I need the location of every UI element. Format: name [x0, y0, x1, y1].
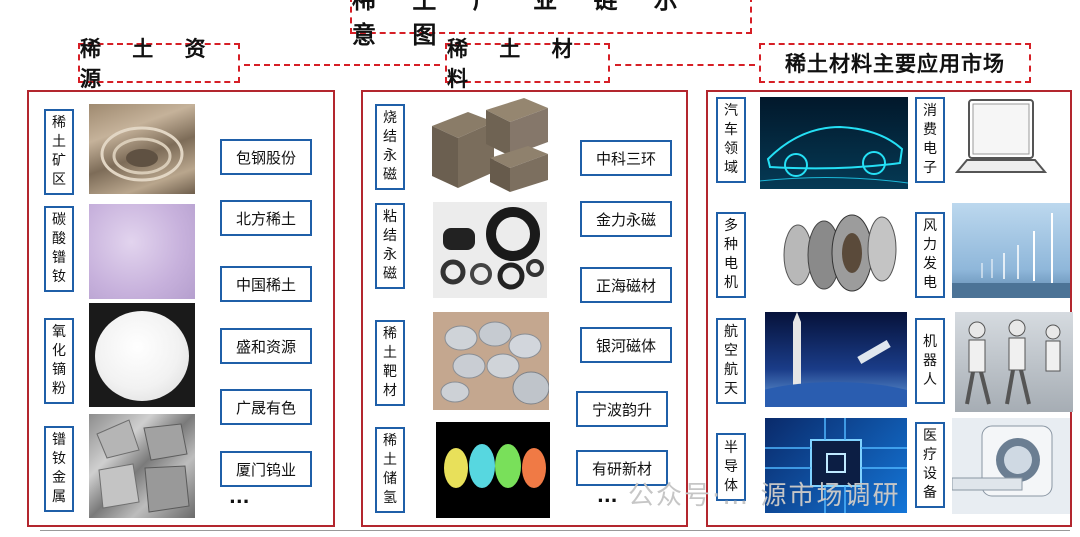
- label-automotive: 汽车领域: [716, 97, 746, 183]
- car-wireframe-graphic: [760, 125, 908, 184]
- connector-materials-markets: [615, 64, 755, 66]
- label-sintered-magnet: 烧结永磁: [375, 104, 405, 190]
- company-northern-rare-earth: 北方稀土: [220, 200, 312, 236]
- label-aerospace: 航空航天: [716, 318, 746, 404]
- label-praseodymium-carbonate: 碳酸镨钕: [44, 206, 74, 292]
- label-consumer-electronics: 消费电子: [915, 97, 945, 183]
- resources-more: ...: [229, 487, 250, 508]
- target-discs-graphic: [440, 321, 549, 405]
- company-ningbo-yunsheng: 宁波韵升: [576, 391, 668, 427]
- company-jinli: 金力永磁: [580, 201, 672, 237]
- hydrogen-storage-image: [436, 422, 550, 518]
- company-china-rare-earth: 中国稀土: [220, 266, 312, 302]
- company-zhenghai: 正海磁材: [580, 267, 672, 303]
- bonded-magnet-image: [433, 202, 547, 298]
- sintered-magnet-image: [428, 96, 552, 194]
- label-sputtering-target: 稀土靶材: [375, 320, 405, 406]
- label-rare-earth-mine: 稀土矿区: [44, 109, 74, 195]
- laptop-image: [955, 96, 1047, 182]
- label-dysprosium-oxide: 氧化镝粉: [44, 318, 74, 404]
- label-robot: 机器人: [915, 318, 945, 404]
- magnet-blocks-graphic: [432, 98, 548, 192]
- robots-graphic: [965, 319, 1061, 405]
- motor-image: [770, 203, 902, 303]
- oxide-powder-image: [89, 303, 195, 407]
- company-xiamen-tungsten: 厦门钨业: [220, 451, 312, 487]
- company-youyan: 有研新材: [576, 450, 668, 486]
- label-prnd-metal: 镨钕金属: [44, 426, 74, 512]
- connector-resources-materials: [244, 64, 440, 66]
- chip-graphic: [765, 418, 907, 513]
- header-materials: 稀 土 材 料: [445, 37, 610, 91]
- oxide-powder-dish: [95, 311, 189, 401]
- metal-chunks-image: [89, 414, 195, 518]
- panel-resources: [27, 90, 335, 527]
- carbonate-powder-image: [89, 204, 195, 299]
- mine-pit-graphic: [100, 126, 184, 182]
- header-resources: 稀 土 资 源: [78, 37, 240, 91]
- label-semiconductor: 半导体: [716, 433, 746, 501]
- panel-materials: [361, 90, 688, 527]
- aerospace-image: [765, 312, 907, 407]
- label-wind-power: 风力发电: [915, 212, 945, 298]
- car-image: [760, 97, 908, 189]
- label-bonded-magnet: 粘结永磁: [375, 203, 405, 289]
- metal-chunks-graphic: [96, 419, 190, 513]
- page-title: 稀 土 产 业 链 示 意 图: [350, 0, 752, 49]
- rocket-satellite-graphic: [765, 312, 907, 407]
- watermark: 公众号·… 源市场调研: [628, 481, 901, 511]
- magnet-rings-graphic: [440, 207, 544, 290]
- header-markets: 稀土材料主要应用市场: [759, 43, 1031, 83]
- panel-markets: [706, 90, 1072, 527]
- bottom-divider: [40, 530, 1070, 531]
- laptop-graphic: [955, 99, 1047, 173]
- label-medical: 医疗设备: [915, 422, 945, 508]
- robot-image: [955, 312, 1073, 412]
- wind-turbine-image: [952, 203, 1070, 298]
- company-zhongke-sanhuan: 中科三环: [580, 140, 672, 176]
- label-hydrogen-storage: 稀土储氢: [375, 427, 405, 513]
- company-shenghe: 盛和资源: [220, 328, 312, 364]
- glowing-vials-graphic: [444, 444, 546, 488]
- company-yinhe: 银河磁体: [580, 327, 672, 363]
- wind-turbines-graphic: [952, 213, 1070, 298]
- label-motors: 多种电机: [716, 212, 746, 298]
- mine-image: [89, 104, 195, 194]
- materials-more: ...: [597, 486, 618, 507]
- company-baogang: 包钢股份: [220, 139, 312, 175]
- target-image: [433, 312, 549, 410]
- semiconductor-image: [765, 418, 907, 513]
- motor-exploded-graphic: [783, 214, 897, 292]
- mri-scanner-graphic: [952, 425, 1053, 497]
- medical-device-image: [952, 418, 1070, 514]
- company-guangsheng: 广晟有色: [220, 389, 312, 425]
